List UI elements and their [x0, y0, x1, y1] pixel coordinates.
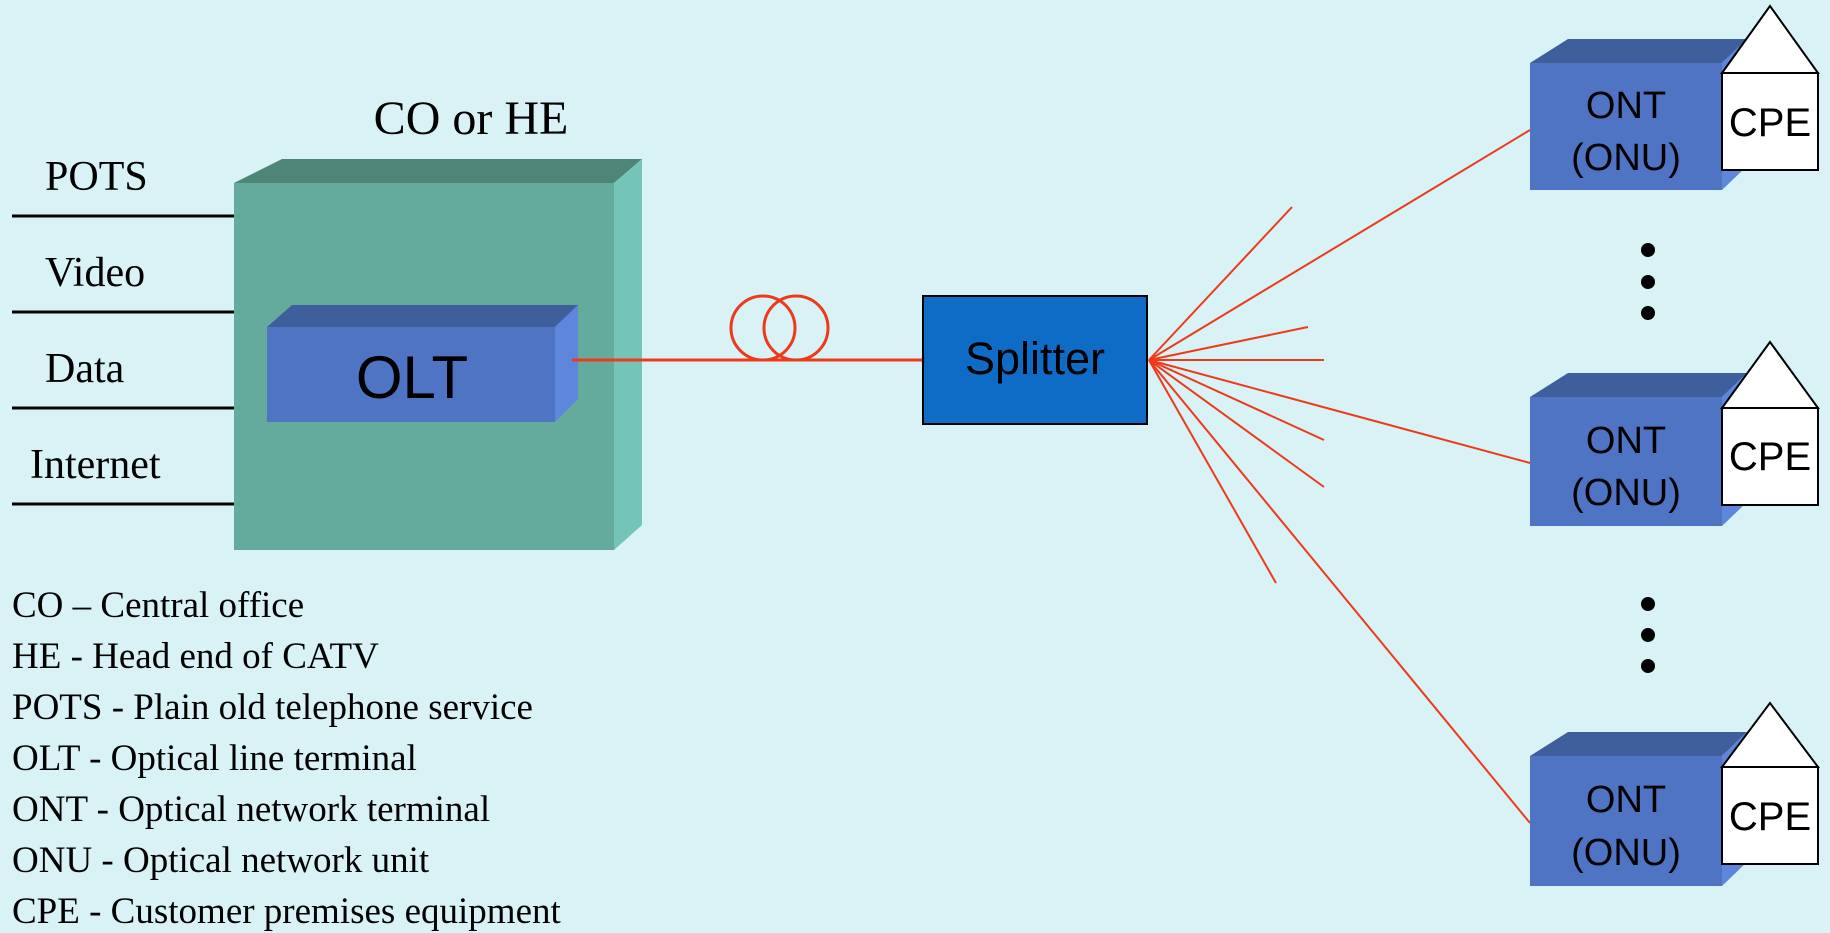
co-title: CO or HE: [374, 92, 569, 145]
cpe-label: CPE: [1729, 435, 1811, 479]
drop-fiber-stub: [1148, 326, 1309, 361]
drop-fibers: [1148, 129, 1531, 824]
drop-fiber-stub: [1148, 359, 1277, 584]
ont-top: [1530, 373, 1747, 397]
cpe-house-icon: CPE: [1720, 701, 1820, 865]
service-inputs: POTS Video Data Internet: [12, 154, 234, 506]
olt-side: [555, 305, 578, 422]
ont-unit: ONT (ONU) CPE: [1530, 4, 1820, 190]
co-cabinet-side: [614, 159, 642, 550]
ont-label: ONT: [1586, 85, 1666, 127]
service-label-internet: Internet: [30, 442, 161, 488]
legend-item: ONU - Optical network unit: [12, 840, 430, 881]
onu-label: (ONU): [1571, 137, 1681, 179]
drop-fiber-stub: [1148, 359, 1325, 488]
onu-label: (ONU): [1571, 472, 1681, 514]
olt-top: [267, 305, 578, 327]
splitter-label: Splitter: [965, 333, 1105, 384]
legend-item: OLT - Optical line terminal: [12, 738, 417, 779]
ont-unit: ONT (ONU) CPE: [1530, 340, 1820, 526]
ont-top: [1530, 39, 1747, 63]
drop-fiber-ont-3: [1148, 359, 1531, 824]
ont-label: ONT: [1586, 779, 1666, 821]
olt-front: [267, 327, 555, 422]
cpe-house-icon: CPE: [1720, 4, 1820, 171]
cpe-house-icon: CPE: [1720, 340, 1820, 506]
cpe-label: CPE: [1729, 101, 1811, 145]
fiber-coil-icon: [729, 294, 830, 362]
co-cabinet-top: [234, 159, 642, 183]
drop-fiber-ont-1: [1148, 129, 1531, 361]
service-label-pots: POTS: [45, 154, 148, 200]
service-label-data: Data: [45, 346, 125, 392]
onu-label: (ONU): [1571, 832, 1681, 874]
ont-unit: ONT (ONU) CPE: [1530, 701, 1820, 886]
legend-item: HE - Head end of CATV: [12, 636, 379, 677]
ont-top: [1530, 732, 1747, 756]
olt-box: OLT: [267, 305, 578, 422]
ont-label: ONT: [1586, 420, 1666, 462]
cpe-label: CPE: [1729, 795, 1811, 839]
ont-front: [1530, 397, 1722, 526]
legend-item: POTS - Plain old telephone service: [12, 687, 533, 728]
legend-item: ONT - Optical network terminal: [12, 789, 490, 830]
abbreviation-legend: CO – Central office HE - Head end of CAT…: [12, 585, 561, 932]
splitter-box: [922, 295, 1148, 425]
drop-fiber-ont-2: [1148, 359, 1531, 464]
olt-label: OLT: [356, 344, 468, 411]
ont-front: [1530, 63, 1722, 190]
drop-fiber-stub: [1148, 206, 1293, 361]
service-label-video: Video: [45, 250, 145, 296]
vertical-ellipsis-icon: [1641, 243, 1655, 320]
drop-fiber-stub: [1148, 359, 1325, 441]
ont-front: [1530, 756, 1722, 886]
legend-item: CPE - Customer premises equipment: [12, 891, 561, 932]
legend-item: CO – Central office: [12, 585, 304, 626]
vertical-ellipsis-icon: [1641, 597, 1655, 673]
